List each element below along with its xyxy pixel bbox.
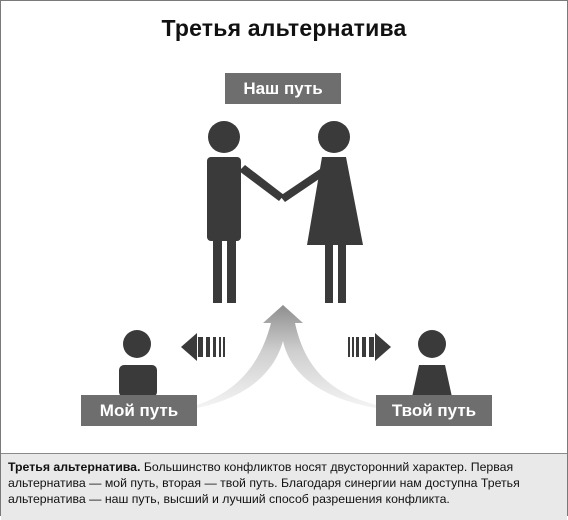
person-right-icon bbox=[412, 330, 452, 397]
diagram-title: Третья альтернатива bbox=[161, 15, 407, 41]
label-my-way: Мой путь bbox=[81, 395, 197, 426]
caption-text: Большинство конфликтов носят двусторонни… bbox=[8, 460, 520, 506]
caption-lead: Третья альтернатива. bbox=[8, 460, 141, 474]
person-left-icon bbox=[119, 330, 157, 397]
diagram-canvas bbox=[119, 121, 452, 408]
label-our-way: Наш путь bbox=[225, 73, 341, 104]
caption-box: Третья альтернатива. Большинство конфлик… bbox=[1, 453, 567, 520]
woman-icon bbox=[280, 121, 363, 303]
label-your-way: Твой путь bbox=[376, 395, 492, 426]
arrow-left-icon bbox=[181, 333, 225, 361]
arrow-right-icon bbox=[348, 333, 391, 361]
man-icon bbox=[207, 121, 284, 303]
curved-arrow-icon bbox=[197, 305, 376, 408]
